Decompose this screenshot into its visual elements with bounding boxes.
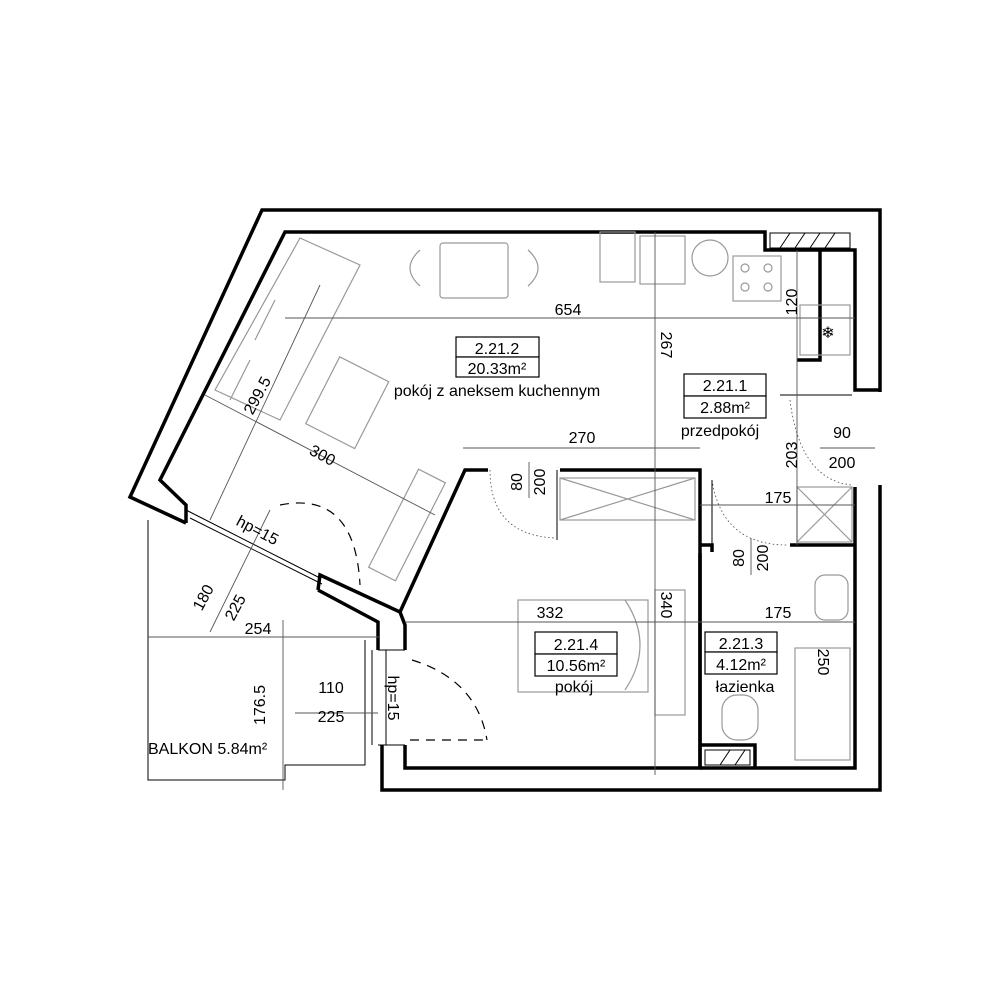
dim-340: 340 xyxy=(657,592,674,619)
dim-203: 203 xyxy=(784,442,801,469)
kitchen-cabinet xyxy=(599,231,636,283)
window-sill-balcony: hp=15 xyxy=(384,676,401,721)
ventilation-shaft xyxy=(704,232,851,766)
entry-door-height: 200 xyxy=(829,455,856,472)
dining-table xyxy=(439,242,509,299)
dimension-lines xyxy=(148,232,875,790)
dim-120: 120 xyxy=(784,289,801,316)
balcony-door-swing xyxy=(279,502,361,586)
room-label-bedroom: 2.21.4 10.56m² pokój xyxy=(534,631,618,696)
dim-175-bath: 175 xyxy=(765,605,792,622)
balcony-label: BALKON 5.84m² xyxy=(148,741,268,758)
wardrobe-built-in xyxy=(559,477,696,521)
dim-175-hall: 175 xyxy=(765,490,792,507)
room-name: pokój z aneksem kuchennym xyxy=(394,383,600,400)
dim-654: 654 xyxy=(555,302,582,319)
dim-254: 254 xyxy=(245,621,272,638)
window-swing xyxy=(410,659,490,741)
dim-300: 300 xyxy=(306,442,338,470)
room-number: 2.21.4 xyxy=(554,637,599,654)
snowflake-icon: ❄ xyxy=(821,325,834,342)
dim-270: 270 xyxy=(569,430,596,447)
window-height: 225 xyxy=(318,709,345,726)
dim-299-5: 299.5 xyxy=(241,374,275,417)
dim-250: 250 xyxy=(814,649,831,676)
room-label-hall: 2.21.1 2.88m² przedpokój xyxy=(681,373,767,440)
bathtub xyxy=(794,647,851,761)
room-number: 2.21.3 xyxy=(719,636,764,653)
dim-267: 267 xyxy=(657,332,674,359)
coffee-table xyxy=(304,355,390,450)
room-door-width: 80 xyxy=(509,473,526,491)
washing-machine xyxy=(691,239,729,277)
washbasin xyxy=(814,574,849,621)
bed xyxy=(517,599,649,693)
walls xyxy=(127,208,882,792)
cooktop xyxy=(732,255,782,302)
entry-door-width: 90 xyxy=(833,425,851,442)
bath-door-height: 200 xyxy=(755,545,772,572)
room-label-living: 2.21.2 20.33m² pokój z aneksem kuchennym xyxy=(394,336,600,400)
sofa xyxy=(214,237,361,421)
room-number: 2.21.2 xyxy=(475,341,520,358)
furniture: ❄ xyxy=(214,231,853,761)
room-label-bathroom: 2.21.3 4.12m² łazienka xyxy=(704,631,778,696)
doors xyxy=(279,394,853,741)
dim-180: 180 xyxy=(190,582,218,614)
window-width: 110 xyxy=(318,680,344,697)
room-name: łazienka xyxy=(716,679,775,696)
dim-332: 332 xyxy=(537,605,564,622)
room-number: 2.21.1 xyxy=(703,378,748,395)
bath-door-width: 80 xyxy=(731,549,748,567)
room-area: 10.56m² xyxy=(547,658,606,675)
toilet xyxy=(721,694,759,741)
sink xyxy=(639,235,686,285)
room-area: 4.12m² xyxy=(716,657,766,674)
room-door-height: 200 xyxy=(532,469,549,496)
fridge xyxy=(799,304,851,356)
room-name: pokój xyxy=(555,679,593,696)
room-area: 2.88m² xyxy=(700,400,750,417)
dim-225: 225 xyxy=(222,592,250,624)
balcony xyxy=(147,520,366,781)
tv-cabinet xyxy=(367,468,447,582)
room-name: przedpokój xyxy=(681,423,759,440)
dim-176-5: 176.5 xyxy=(252,685,269,725)
room-area: 20.33m² xyxy=(468,361,527,378)
chairs xyxy=(409,249,539,287)
